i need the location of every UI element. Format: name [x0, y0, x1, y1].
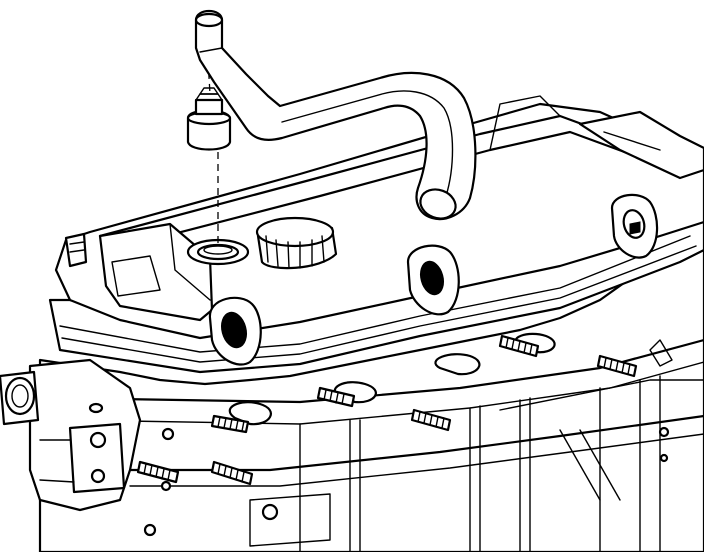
front-housing	[0, 358, 142, 512]
stud-7	[210, 460, 254, 486]
bolt-boss-middle	[406, 244, 460, 316]
pcv-grommet	[186, 238, 250, 266]
pcv-hose	[194, 9, 477, 221]
stud-5	[596, 354, 638, 378]
stud-3	[410, 408, 452, 432]
studs	[136, 334, 638, 486]
engine-block	[38, 228, 704, 552]
stud-2	[316, 386, 356, 408]
stud-4	[498, 334, 540, 358]
bolt-boss-rear	[610, 193, 659, 259]
stud-6	[136, 460, 180, 484]
stud-1	[210, 414, 250, 434]
bolt-boss-front	[208, 296, 262, 366]
valve-cover	[48, 95, 704, 374]
oil-filler-cap	[255, 216, 338, 270]
